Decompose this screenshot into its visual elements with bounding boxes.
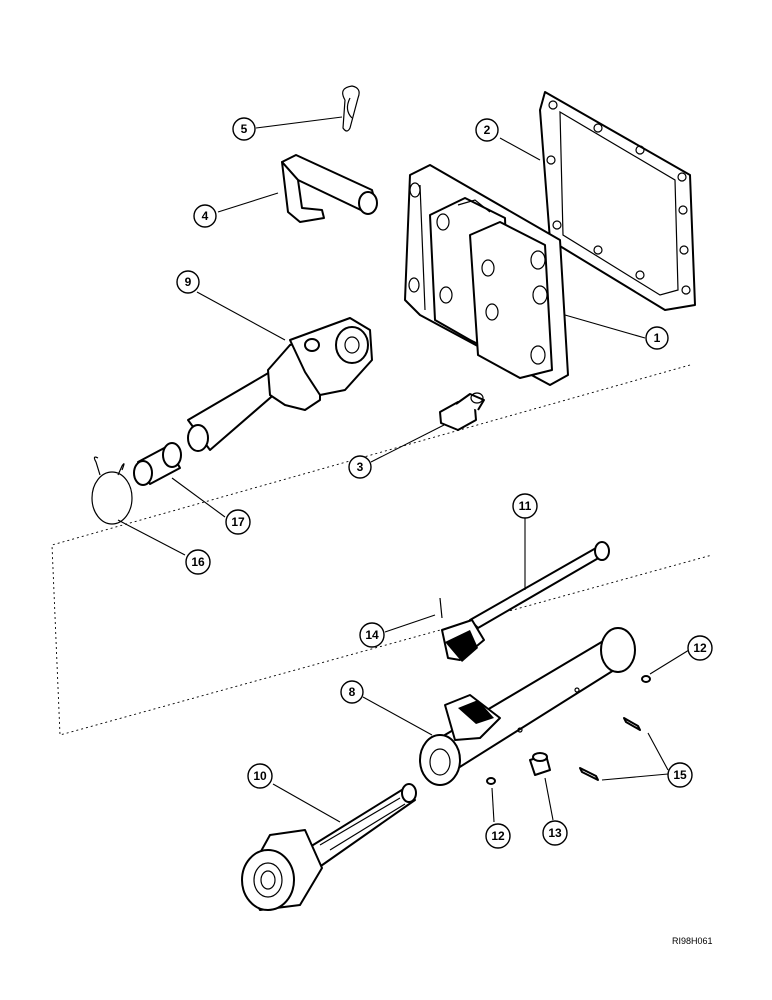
callout-label: 10 [253, 769, 267, 783]
callout-label: 12 [491, 829, 505, 843]
callout-10: 10 [247, 763, 273, 789]
callout-9: 9 [176, 270, 200, 294]
figure-reference-code: RI98H061 [672, 936, 713, 946]
bolt-part [439, 392, 485, 431]
callout-label: 11 [519, 499, 532, 513]
callout-label: 15 [673, 768, 687, 782]
lift-pin-part [281, 154, 378, 223]
callout-3: 3 [348, 455, 372, 479]
callout-label: 12 [693, 641, 707, 655]
retaining-ring-part [91, 456, 133, 525]
callout-label: 4 [202, 209, 209, 223]
callout-2: 2 [475, 118, 499, 142]
callout-label: 5 [241, 122, 248, 136]
grouping-outline [51, 364, 713, 736]
callout-17: 17 [225, 509, 251, 535]
callout-15: 15 [667, 762, 693, 788]
callout-1: 1 [645, 326, 669, 350]
callout-12-upper: 12 [687, 635, 713, 661]
callout-label: 8 [349, 685, 356, 699]
callout-16: 16 [185, 549, 211, 575]
adjusting-rod-part [441, 541, 610, 662]
leader-lines [117, 116, 690, 823]
roll-pin-upper-part [623, 717, 641, 731]
callout-label: 1 [654, 331, 661, 345]
callout-label: 14 [365, 628, 379, 642]
gasket-part [539, 91, 696, 311]
callout-label: 9 [185, 275, 192, 289]
clevis-yoke-part [187, 317, 373, 452]
clevis-pin-part [529, 752, 551, 776]
cotter-pin-small-part [439, 597, 443, 619]
sleeve-part [133, 442, 182, 486]
set-screw-lower-part [486, 777, 496, 785]
callout-label: 17 [231, 515, 245, 529]
set-screw-upper-part [641, 675, 651, 683]
callout-11: 11 [512, 493, 538, 519]
callout-12-lower: 12 [485, 823, 511, 849]
callout-label: 16 [191, 555, 205, 569]
roll-pin-lower-part [579, 767, 599, 781]
callout-4: 4 [193, 204, 217, 228]
spring-clip-part [342, 85, 360, 132]
callout-5: 5 [232, 117, 256, 141]
tube-housing-part [419, 627, 636, 786]
mounting-bracket-part [404, 164, 569, 386]
callout-label: 13 [548, 826, 562, 840]
callout-8: 8 [340, 680, 364, 704]
link-rod-part [241, 783, 417, 911]
callout-13: 13 [542, 820, 568, 846]
callout-14: 14 [359, 622, 385, 648]
callout-label: 2 [484, 123, 491, 137]
callout-label: 3 [357, 460, 364, 474]
